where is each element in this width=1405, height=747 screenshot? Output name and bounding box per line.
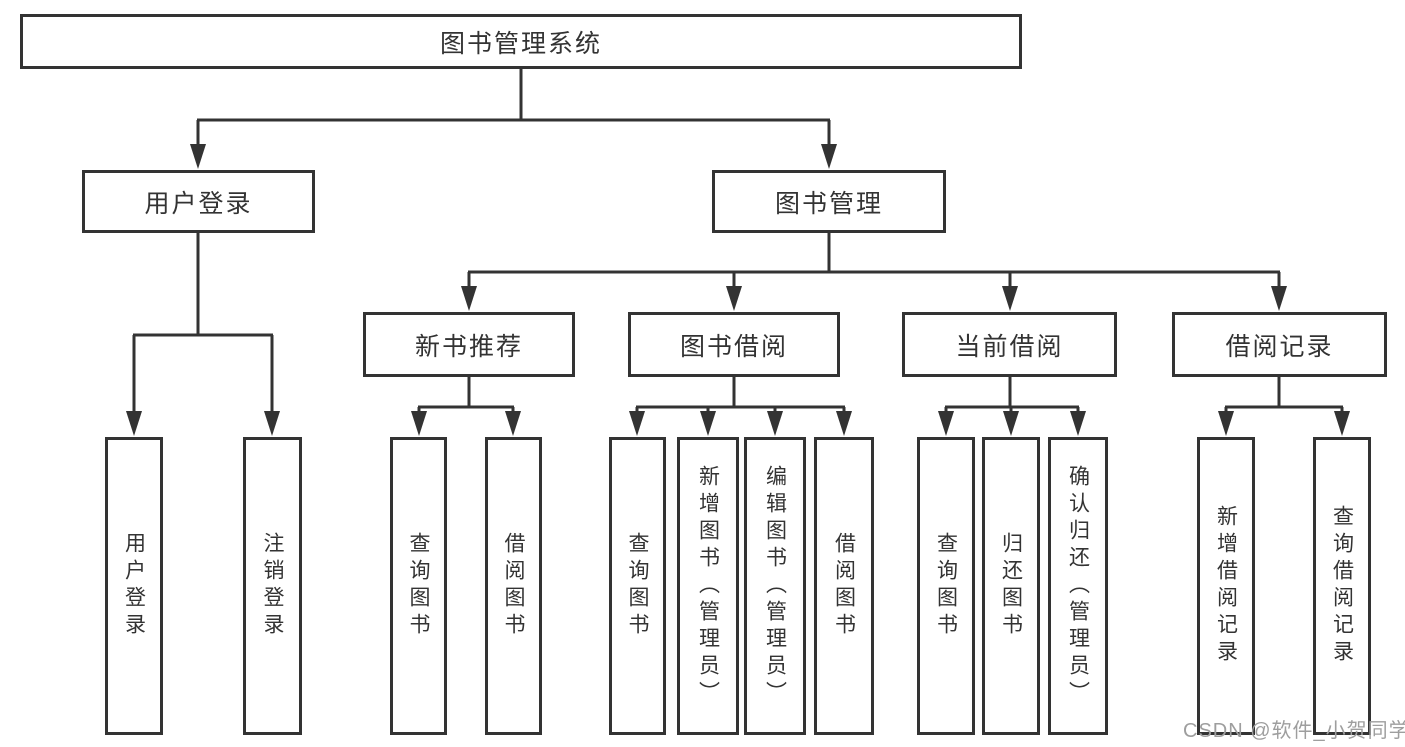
arrow-down-icon <box>726 286 742 311</box>
arrow-down-icon <box>264 411 280 436</box>
arrow-down-icon <box>938 411 954 436</box>
arrow-down-icon <box>1218 411 1234 436</box>
leaf-records-add-record: 新增借阅记录 <box>1197 437 1255 735</box>
node-book-management: 图书管理 <box>712 170 946 233</box>
connector-borrow-records-to-leaves <box>1218 377 1350 436</box>
leaf-newbook-query-book: 查询图书 <box>390 437 447 735</box>
connector-user-login-to-leaves <box>126 233 280 436</box>
arrow-down-icon <box>1070 411 1086 436</box>
node-book-borrow: 图书借阅 <box>628 312 840 377</box>
arrow-down-icon <box>700 411 716 436</box>
connector-root-to-level2 <box>190 69 837 169</box>
leaf-current-query-book: 查询图书 <box>917 437 975 735</box>
arrow-down-icon <box>461 286 477 311</box>
leaf-borrow-query-book: 查询图书 <box>609 437 666 735</box>
node-root: 图书管理系统 <box>20 14 1022 69</box>
connector-line <box>944 377 1080 414</box>
arrow-down-icon <box>1003 411 1019 436</box>
leaf-borrow-borrow-book: 借阅图书 <box>814 437 874 735</box>
arrow-down-icon <box>1334 411 1350 436</box>
arrow-down-icon <box>821 144 837 169</box>
leaf-newbook-borrow-book: 借阅图书 <box>485 437 542 735</box>
arrow-down-icon <box>505 411 521 436</box>
node-new-book-recommend: 新书推荐 <box>363 312 575 377</box>
leaf-current-return-book: 归还图书 <box>982 437 1040 735</box>
node-current-borrow: 当前借阅 <box>902 312 1117 377</box>
arrow-down-icon <box>411 411 427 436</box>
arrow-down-icon <box>767 411 783 436</box>
arrow-down-icon <box>1002 286 1018 311</box>
arrow-down-icon <box>190 144 206 169</box>
arrow-down-icon <box>1271 286 1287 311</box>
connector-line <box>1224 377 1344 414</box>
leaf-records-query-record: 查询借阅记录 <box>1313 437 1371 735</box>
leaf-borrow-edit-book-admin: 编辑图书（管理员） <box>744 437 806 735</box>
node-user-login: 用户登录 <box>82 170 315 233</box>
leaf-borrow-add-book-admin: 新增图书（管理员） <box>677 437 739 735</box>
arrow-down-icon <box>836 411 852 436</box>
leaf-current-confirm-return-admin: 确认归还（管理员） <box>1048 437 1108 735</box>
arrow-down-icon <box>126 411 142 436</box>
connector-book-borrow-to-leaves <box>629 377 852 436</box>
connector-line <box>132 233 274 414</box>
leaf-user-login: 用户登录 <box>105 437 163 735</box>
arrow-down-icon <box>629 411 645 436</box>
connector-line <box>467 233 1281 289</box>
connector-line <box>417 377 515 414</box>
leaf-logout: 注销登录 <box>243 437 302 735</box>
connector-book-mgmt-to-level3 <box>461 233 1287 311</box>
connector-line <box>635 377 846 414</box>
node-borrow-records: 借阅记录 <box>1172 312 1387 377</box>
connector-new-book-to-leaves <box>411 377 521 436</box>
connector-line <box>196 69 831 147</box>
connector-current-borrow-to-leaves <box>938 377 1086 436</box>
watermark: CSDN @软件_小贺同学 <box>1183 720 1405 742</box>
